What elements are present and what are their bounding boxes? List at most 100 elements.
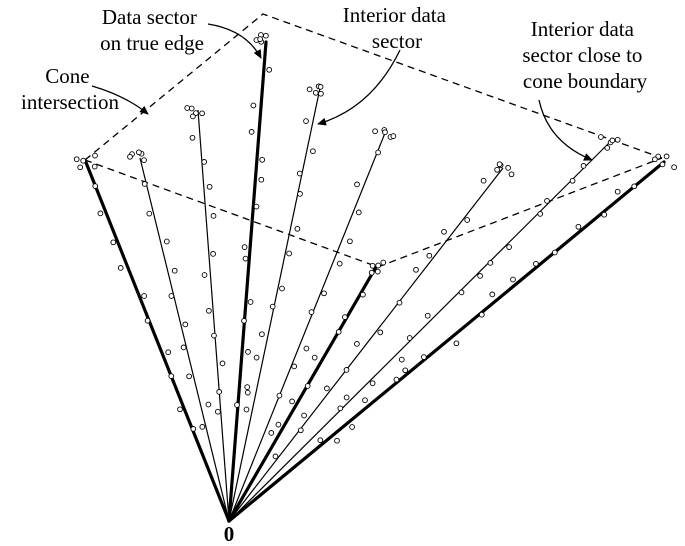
interior-sectors	[139, 87, 611, 522]
data-point	[144, 317, 151, 324]
data-point	[206, 183, 213, 190]
data-point	[311, 354, 318, 361]
data-point	[505, 165, 511, 171]
data-point	[337, 405, 344, 412]
data-point	[349, 424, 355, 430]
dashed-lower-boundary	[84, 157, 663, 268]
data-point	[296, 170, 303, 177]
label-cone-intersection: Cone intersection	[21, 64, 119, 114]
data-point	[146, 210, 153, 217]
data-point	[544, 198, 550, 204]
data-point	[266, 66, 273, 73]
data-point	[242, 255, 249, 262]
data-point	[478, 311, 485, 318]
data-point	[306, 86, 313, 93]
data-point	[263, 32, 269, 39]
data-point	[163, 238, 170, 245]
data-point	[216, 389, 223, 395]
data-point	[671, 164, 677, 171]
data-point	[489, 291, 496, 298]
data-point	[248, 129, 255, 135]
arrow-boundary-sector	[538, 99, 593, 161]
data-point	[377, 329, 384, 336]
data-point	[241, 244, 248, 250]
data-point	[199, 424, 206, 430]
data-point	[201, 159, 208, 165]
data-point	[286, 250, 292, 257]
data-point	[275, 421, 282, 428]
data-point	[141, 181, 148, 187]
data-point	[441, 228, 447, 235]
data-point	[304, 383, 311, 389]
edge-sector-middle	[227, 265, 378, 523]
data-point	[259, 156, 266, 163]
data-point	[393, 376, 400, 383]
data-point	[343, 394, 350, 401]
data-point	[347, 238, 353, 245]
data-point	[234, 402, 240, 408]
data-point	[659, 161, 666, 168]
data-point	[201, 272, 208, 278]
interior-sector	[197, 109, 230, 522]
data-point	[374, 268, 381, 275]
data-point	[368, 269, 375, 276]
data-point	[77, 164, 84, 171]
data-point	[210, 213, 217, 219]
annotation-arrows	[91, 23, 593, 161]
data-point	[360, 291, 366, 298]
data-point	[199, 110, 205, 117]
data-point	[241, 317, 247, 324]
data-point	[652, 156, 658, 163]
data-point	[382, 129, 388, 136]
data-point	[244, 384, 251, 390]
arrow-true-edge	[207, 23, 262, 59]
arrow-interior-sector	[317, 49, 401, 126]
data-point	[413, 266, 419, 273]
data-point	[614, 188, 621, 195]
data-point	[308, 309, 315, 315]
data-points	[73, 32, 677, 460]
data-point	[294, 225, 301, 232]
data-point	[477, 273, 483, 279]
data-point	[402, 367, 409, 374]
data-point	[243, 406, 250, 413]
data-point	[301, 412, 307, 419]
edge-sector-left	[83, 158, 231, 523]
data-point	[177, 406, 183, 413]
data-point	[258, 176, 265, 183]
data-point	[569, 177, 576, 184]
data-point	[92, 183, 99, 189]
data-point	[297, 427, 304, 434]
data-point	[614, 136, 621, 143]
data-point	[189, 134, 196, 141]
data-point	[324, 385, 330, 392]
data-point	[342, 314, 348, 320]
data-point	[354, 341, 360, 347]
data-point	[92, 152, 98, 159]
interior-sector	[228, 141, 611, 522]
label-interior-sector-boundary: Interior data sector close to cone bound…	[522, 17, 647, 93]
edge-sectors	[83, 40, 666, 523]
data-point	[537, 211, 544, 217]
data-point	[369, 262, 376, 269]
data-point	[184, 105, 191, 111]
data-point	[141, 293, 147, 299]
data-point	[372, 128, 378, 135]
data-point	[259, 331, 265, 338]
data-point	[244, 389, 251, 396]
arrow-cone-intersection	[91, 85, 149, 115]
data-point	[317, 437, 324, 444]
label-interior-data-sector: Interior data sector	[343, 3, 451, 53]
data-point	[406, 335, 413, 341]
data-point	[110, 239, 117, 246]
data-point	[609, 137, 616, 144]
interior-sector	[139, 157, 230, 522]
data-point	[188, 105, 195, 112]
data-point	[210, 251, 216, 257]
data-point	[464, 217, 471, 223]
data-point	[219, 360, 226, 367]
data-point	[303, 345, 310, 352]
data-point	[321, 290, 327, 297]
data-point	[186, 373, 192, 380]
data-point	[91, 163, 98, 170]
